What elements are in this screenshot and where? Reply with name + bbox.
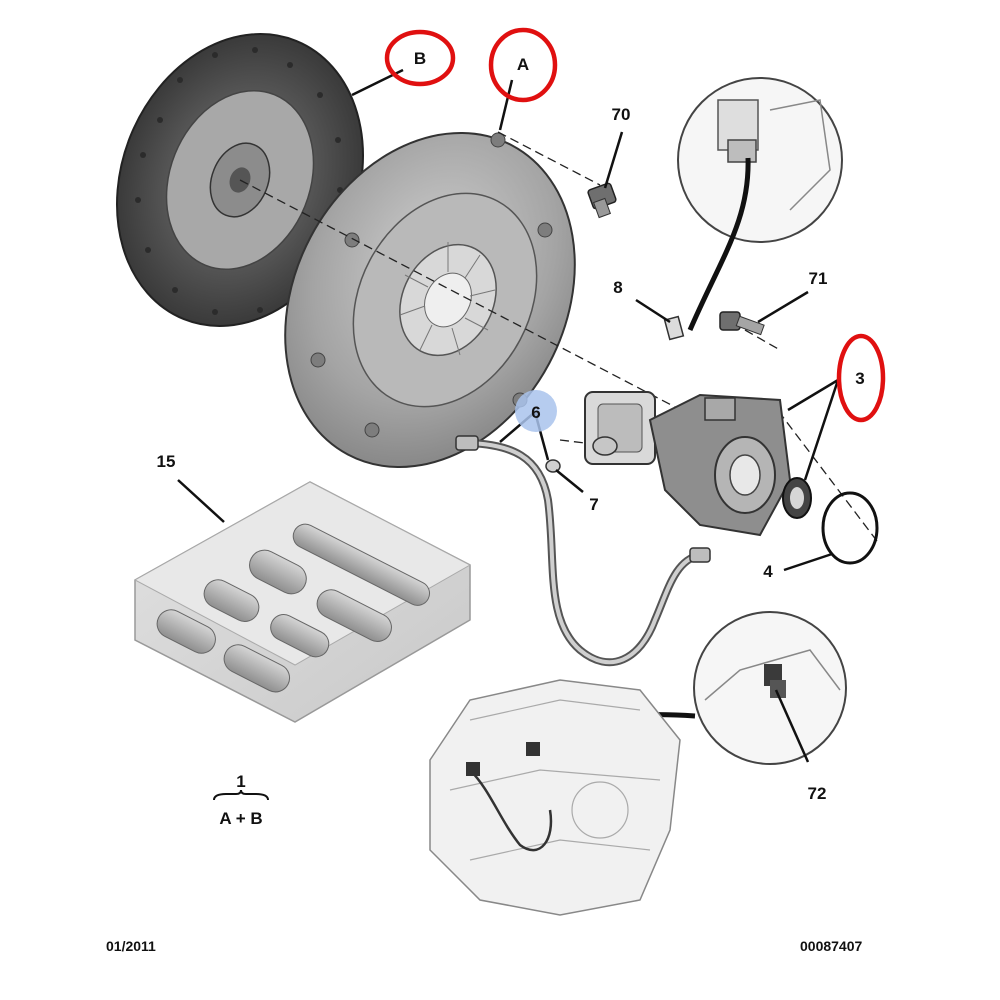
footer-reference-number: 00087407 [800,938,863,954]
o-ring-4 [821,491,879,565]
concentric-slave-cylinder [584,391,792,537]
bolt-70 [587,182,617,219]
washer-7 [545,459,561,473]
brace-under-1 [213,789,269,801]
label-a-plus-b: A + B [219,809,262,828]
gearbox [429,679,681,916]
label-7: 7 [589,495,598,514]
callout-leaders [177,68,840,763]
highlight-ring-3 [836,333,886,423]
diaphragm-fingers [399,242,496,356]
label-8: 8 [613,278,622,297]
label-71: 71 [809,269,828,288]
bolt-71 [719,311,765,336]
hydraulic-pipe [455,435,711,667]
label-A: A [517,55,529,74]
label-3: 3 [855,369,864,388]
pin-kit-box [133,481,472,723]
label-1: 1 [236,772,245,791]
label-6: 6 [531,403,540,422]
highlight-ring-A [488,27,558,103]
detail-view-connector [677,77,843,331]
seal-ring [782,477,812,519]
pressure-plate [284,131,576,469]
assembly-axis-lines [239,131,881,546]
footer-date: 01/2011 [106,938,156,954]
part-labels: B A 70 71 8 6 7 3 4 15 72 1 A + B [157,49,865,828]
highlight-ring-6 [515,390,557,432]
label-15: 15 [157,452,176,471]
label-70: 70 [612,105,631,124]
label-B: B [414,49,426,68]
label-4: 4 [763,562,773,581]
highlight-ring-B [384,29,456,87]
highlights [384,27,886,432]
pins [156,523,431,693]
label-72: 72 [808,784,827,803]
